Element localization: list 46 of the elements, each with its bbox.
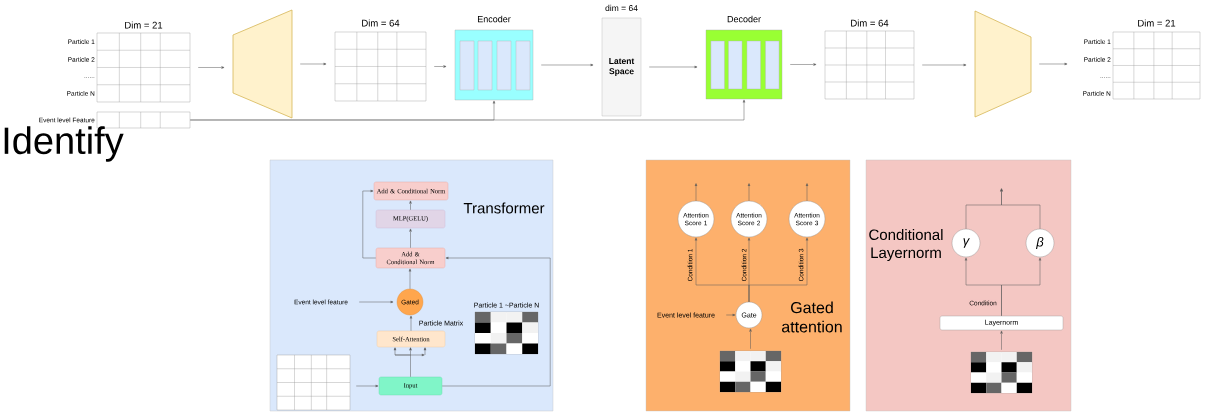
circle-node: β (1025, 228, 1055, 258)
table-heading: Dim = 21 (125, 21, 163, 29)
arrow (747, 183, 751, 202)
table-heading: Dim = 21 (1138, 19, 1176, 27)
trapezoid-layer (232, 9, 293, 119)
data-table (276, 354, 351, 411)
table-heading: Dim = 64 (362, 19, 400, 27)
arrow (393, 347, 427, 378)
arrow (197, 66, 225, 69)
arrow (1000, 188, 1041, 230)
arrow (694, 183, 698, 202)
arrow (749, 328, 752, 350)
arrow (362, 189, 377, 259)
arrow (1001, 257, 1042, 317)
arrow (921, 63, 967, 67)
arrow (1000, 330, 1003, 351)
panel-title: Conditional Layernorm (869, 229, 943, 261)
arrow (299, 62, 327, 66)
panel-title: Gated attention (782, 301, 842, 333)
arrow (748, 237, 809, 303)
block-heading: Encoder (478, 15, 511, 23)
arrow (1038, 62, 1068, 66)
arrow (648, 65, 698, 69)
arrow (409, 228, 412, 249)
slide-text: Identify (4, 126, 124, 162)
arrow (355, 384, 379, 388)
pixel-matrix (719, 350, 782, 393)
circle-node: γ (951, 228, 981, 258)
arrow (189, 99, 746, 121)
arrow (725, 313, 736, 317)
arrow (805, 183, 809, 202)
arrow (433, 65, 447, 68)
arrow (408, 268, 412, 290)
block-heading: dim = 64 (605, 4, 638, 12)
panel-title: Transformer (463, 202, 545, 214)
table-heading: Dim = 64 (851, 19, 889, 27)
arrow (789, 63, 817, 66)
arrow (358, 300, 394, 304)
arrow (540, 63, 594, 67)
pixel-matrix (970, 351, 1033, 394)
arrow (409, 315, 413, 332)
block-heading: Decoder (727, 15, 761, 23)
trapezoid-layer (974, 10, 1032, 118)
arrow (441, 256, 551, 387)
arrow (409, 200, 412, 211)
latent-box: Latent Space (601, 17, 642, 117)
